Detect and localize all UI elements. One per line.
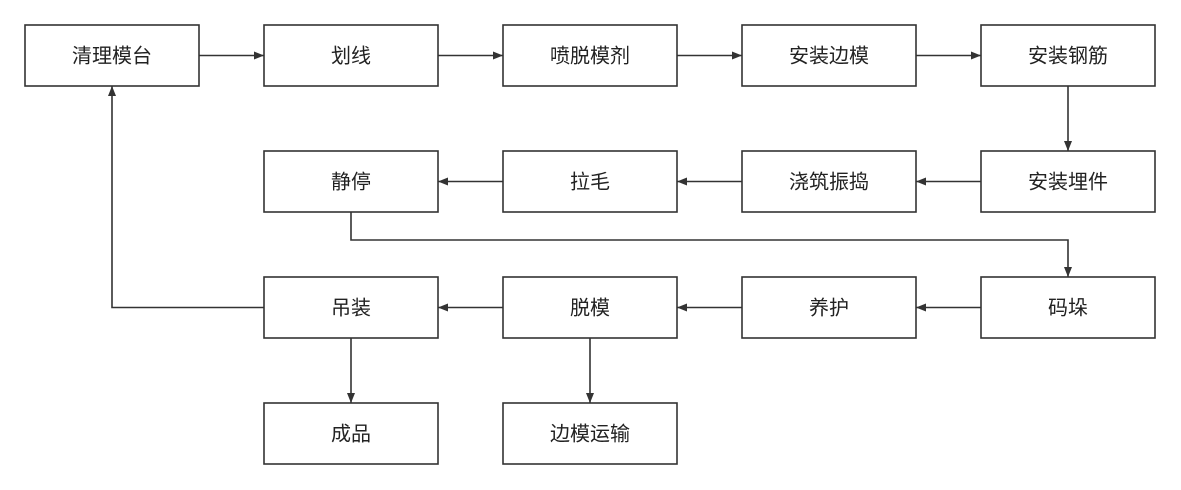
step-box-frame — [741, 150, 917, 213]
step-box-s2: 划线 — [263, 24, 439, 87]
step-box-s4: 安装边模 — [741, 24, 917, 87]
step-box-frame — [502, 24, 678, 87]
step-label: 静停 — [331, 170, 371, 194]
step-label: 安装钢筋 — [1028, 44, 1108, 68]
step-box-s5: 安装钢筋 — [980, 24, 1156, 87]
step-box-s15: 边模运输 — [502, 402, 678, 465]
arrow-s9-to-s10 — [350, 212, 1072, 277]
step-box-s1: 清理模台 — [24, 24, 200, 87]
step-label: 清理模台 — [72, 44, 152, 68]
step-box-frame — [263, 150, 439, 213]
step-box-s14: 成品 — [263, 402, 439, 465]
step-label: 安装边模 — [789, 44, 869, 68]
step-box-s3: 喷脱模剂 — [502, 24, 678, 87]
step-box-frame — [502, 276, 678, 339]
step-label: 喷脱模剂 — [550, 44, 630, 68]
step-box-frame — [980, 150, 1156, 213]
step-box-frame — [741, 24, 917, 87]
step-box-s12: 脱模 — [502, 276, 678, 339]
step-label: 拉毛 — [570, 170, 610, 194]
step-box-frame — [263, 276, 439, 339]
step-label: 划线 — [331, 44, 371, 68]
step-box-s13: 吊装 — [263, 276, 439, 339]
step-label: 安装埋件 — [1028, 170, 1108, 194]
step-box-frame — [263, 402, 439, 465]
step-label: 脱模 — [570, 296, 610, 320]
arrow-s13-to-s1 — [108, 86, 264, 309]
step-box-frame — [502, 150, 678, 213]
step-label: 成品 — [331, 422, 371, 446]
step-box-s11: 养护 — [741, 276, 917, 339]
step-box-frame — [502, 402, 678, 465]
step-box-s10: 码垛 — [980, 276, 1156, 339]
step-box-frame — [980, 24, 1156, 87]
step-box-frame — [980, 276, 1156, 339]
step-box-s9: 静停 — [263, 150, 439, 213]
step-label: 吊装 — [331, 296, 371, 320]
step-box-s8: 拉毛 — [502, 150, 678, 213]
step-label: 边模运输 — [550, 422, 630, 446]
step-box-s6: 安装埋件 — [980, 150, 1156, 213]
step-label: 码垛 — [1048, 296, 1088, 320]
step-box-s7: 浇筑振捣 — [741, 150, 917, 213]
step-box-frame — [741, 276, 917, 339]
step-box-frame — [24, 24, 200, 87]
step-label: 养护 — [809, 296, 849, 320]
step-box-frame — [263, 24, 439, 87]
step-label: 浇筑振捣 — [789, 170, 869, 194]
